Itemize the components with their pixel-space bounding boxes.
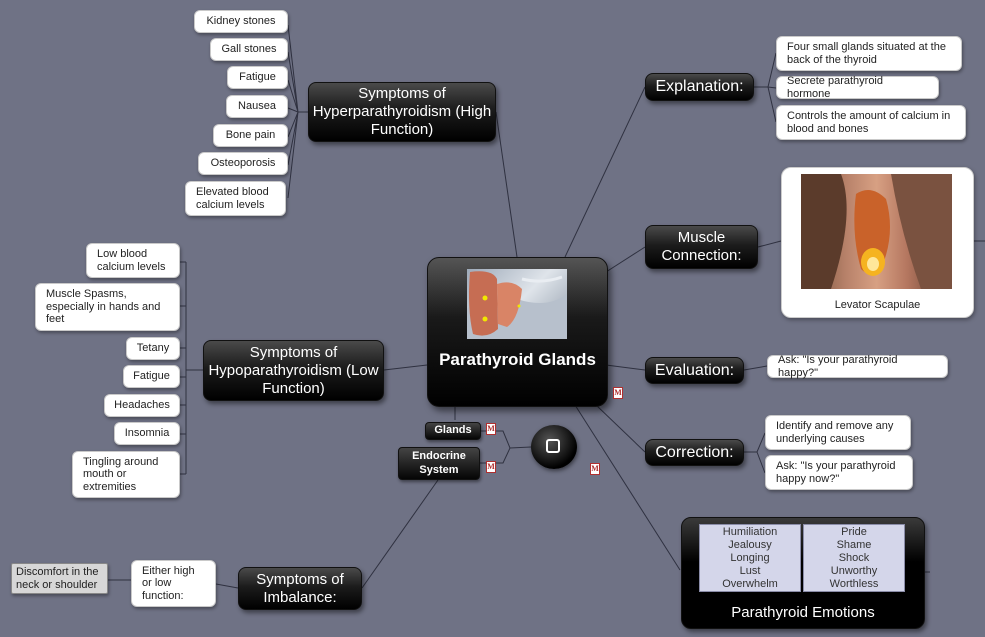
memo-icon[interactable]: M bbox=[590, 463, 600, 475]
correction-item[interactable]: Identify and remove any underlying cause… bbox=[765, 415, 911, 450]
emotion-item: Unworthy bbox=[830, 565, 878, 577]
central-node[interactable]: Parathyroid Glands bbox=[427, 257, 608, 407]
hyper-item[interactable]: Gall stones bbox=[210, 38, 288, 61]
explanation-item[interactable]: Four small glands situated at the back o… bbox=[776, 36, 962, 71]
hyper-item[interactable]: Nausea bbox=[226, 95, 288, 118]
emotions-caption: Parathyroid Emotions bbox=[731, 604, 875, 621]
hypo-item[interactable]: Fatigue bbox=[123, 365, 180, 388]
evaluation-item[interactable]: Ask: "Is your parathyroid happy?" bbox=[767, 354, 948, 379]
muscle-card[interactable]: Levator Scapulae bbox=[781, 167, 974, 318]
hypo-item[interactable]: Tingling around mouth or extremities bbox=[72, 451, 180, 498]
evaluation-branch[interactable]: Evaluation: bbox=[645, 357, 744, 384]
glands-tag[interactable]: Glands bbox=[425, 422, 481, 440]
hyper-item[interactable]: Osteoporosis bbox=[198, 152, 288, 175]
emotion-item: Shame bbox=[836, 539, 872, 551]
explanation-branch[interactable]: Explanation: bbox=[645, 73, 754, 101]
imbalance-item[interactable]: Either high or low function: bbox=[131, 560, 216, 607]
emotion-item: Worthless bbox=[829, 578, 879, 590]
hyper-branch[interactable]: Symptoms of Hyperparathyroidism (High Fu… bbox=[308, 82, 496, 142]
hypo-item[interactable]: Muscle Spasms, especially in hands and f… bbox=[35, 283, 180, 331]
hypo-item[interactable]: Headaches bbox=[104, 394, 180, 417]
memo-icon[interactable]: M bbox=[486, 423, 496, 435]
emotion-item: Pride bbox=[841, 526, 867, 538]
emotions-right-column: Pride Shame Shock Unworthy Worthless bbox=[803, 524, 905, 592]
emotion-item: Jealousy bbox=[728, 539, 772, 551]
correction-branch[interactable]: Correction: bbox=[645, 439, 744, 466]
hypo-item[interactable]: Low blood calcium levels bbox=[86, 243, 180, 278]
hyper-item[interactable]: Bone pain bbox=[213, 124, 288, 147]
thyroid-illustration bbox=[467, 269, 567, 339]
endocrine-tag[interactable]: Endocrine System bbox=[398, 447, 480, 480]
muscle-caption: Levator Scapulae bbox=[834, 299, 921, 311]
explanation-item[interactable]: Controls the amount of calcium in blood … bbox=[776, 105, 966, 140]
emotion-item: Lust bbox=[739, 565, 761, 577]
memo-icon[interactable]: M bbox=[486, 461, 496, 473]
hyper-item[interactable]: Elevated blood calcium levels bbox=[185, 181, 286, 216]
muscle-branch[interactable]: Muscle Connection: bbox=[645, 225, 758, 269]
memo-icon[interactable]: M bbox=[613, 387, 623, 399]
emotions-left-column: Humiliation Jealousy Longing Lust Overwh… bbox=[699, 524, 801, 592]
correction-item[interactable]: Ask: "Is your parathyroid happy now?" bbox=[765, 455, 913, 490]
emotion-item: Shock bbox=[838, 552, 870, 564]
hypo-item[interactable]: Insomnia bbox=[114, 422, 180, 445]
hyper-item[interactable]: Fatigue bbox=[227, 66, 288, 89]
central-title: Parathyroid Glands bbox=[439, 350, 596, 369]
emotion-item: Humiliation bbox=[722, 526, 778, 538]
emotion-item: Overwhelm bbox=[722, 578, 778, 590]
device-icon[interactable] bbox=[531, 425, 577, 469]
imbalance-note[interactable]: Discomfort in the neck or shoulder bbox=[11, 563, 108, 594]
emotion-item: Longing bbox=[730, 552, 770, 564]
hypo-item[interactable]: Tetany bbox=[126, 337, 180, 360]
hypo-branch[interactable]: Symptoms of Hypoparathyroidism (Low Func… bbox=[203, 340, 384, 401]
levator-scapulae-image bbox=[801, 174, 952, 289]
emotions-node[interactable]: Humiliation Jealousy Longing Lust Overwh… bbox=[681, 517, 925, 629]
hyper-item[interactable]: Kidney stones bbox=[194, 10, 288, 33]
explanation-item[interactable]: Secrete parathyroid hormone bbox=[776, 75, 939, 100]
imbalance-branch[interactable]: Symptoms of Imbalance: bbox=[238, 567, 362, 610]
